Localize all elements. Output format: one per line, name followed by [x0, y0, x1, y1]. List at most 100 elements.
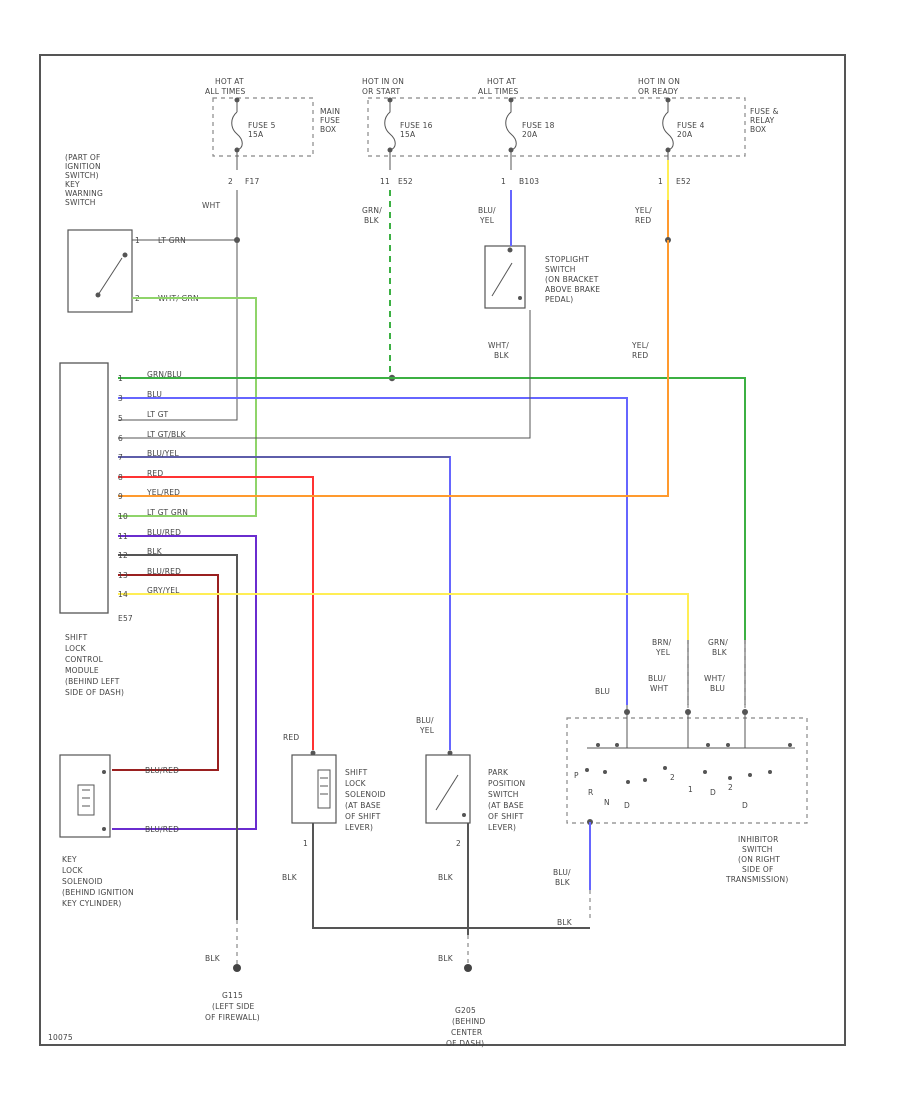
fuse-4-amps: 20A — [677, 130, 693, 139]
pin-f17: F17 — [245, 177, 259, 186]
key-lock-label-3: (BEHIND IGNITION — [62, 888, 134, 897]
inh-label-2: (ON RIGHT — [738, 855, 780, 864]
wire-red — [118, 476, 314, 750]
wire-wht-above: WHT — [202, 201, 220, 210]
wire-blu — [118, 397, 628, 705]
module-pin-number: 5 — [118, 414, 123, 423]
fuse-5-label: FUSE 5 — [248, 121, 276, 130]
module-label-5: SIDE OF DASH) — [65, 688, 124, 697]
label-wht-blu-b: BLU — [710, 684, 725, 693]
g205-label-2: CENTER — [451, 1028, 482, 1037]
park-label-5: LEVER) — [488, 823, 516, 832]
module-pin-number: 14 — [118, 590, 128, 599]
label-blk-5: BLK — [438, 954, 454, 963]
module-pin-number: 13 — [118, 571, 128, 580]
label-blu-yel2-a: BLU/ — [416, 716, 434, 725]
shift-solenoid-label-4: OF SHIFT — [345, 812, 381, 821]
hot-label-2a: HOT IN ON — [362, 77, 404, 86]
inh-letter-d3: D — [742, 801, 748, 810]
park-position-switch: BLU/ YEL 2 PARK POSITION SWITCH (AT BASE… — [416, 716, 525, 848]
label-yel-red2-b: RED — [632, 351, 648, 360]
label-blk-2: BLK — [438, 873, 454, 882]
pin-e52-a: E52 — [398, 177, 413, 186]
inh-label-1: SWITCH — [742, 845, 773, 854]
fuse-5-amps: 15A — [248, 130, 264, 139]
module-pin-wire: BLU — [147, 390, 162, 399]
module-label-4: (BEHIND LEFT — [65, 677, 120, 686]
stoplight-label-3: ABOVE BRAKE — [545, 285, 600, 294]
module-pin-number: 1 — [118, 374, 123, 383]
label-blu: BLU — [595, 687, 610, 696]
park-switch-pin: 2 — [456, 839, 461, 848]
label-wht-blk-a: WHT/ — [488, 341, 509, 350]
label-blk-1: BLK — [282, 873, 298, 882]
key-lock-wire-2: BLU/RED — [145, 825, 179, 834]
label-wht-blu-a: WHT/ — [704, 674, 725, 683]
label-blu-yel-b: YEL — [479, 216, 495, 225]
relay-box-label-c: BOX — [750, 125, 766, 134]
relay-box-label-b: RELAY — [750, 116, 775, 125]
label-red: RED — [283, 733, 299, 742]
wire-yel-red-main — [118, 240, 669, 497]
label-grn-blk-b: BLK — [364, 216, 380, 225]
fuse-box-main: HOT AT ALL TIMES FUSE 5 15A MAIN FUSE BO… — [205, 77, 340, 170]
fuse-18-amps: 20A — [522, 130, 538, 139]
pin-e52-b: E52 — [676, 177, 691, 186]
key-lock-solenoid: BLU/RED BLU/RED KEY LOCK SOLENOID (BEHIN… — [59, 754, 179, 908]
label-wht-blk-b: BLK — [494, 351, 510, 360]
shift-solenoid-label-2: SOLENOID — [345, 790, 386, 799]
page-id: 10075 — [48, 1033, 73, 1042]
shift-solenoid-label-3: (AT BASE — [345, 801, 381, 810]
label-yel-red-a: YEL/ — [634, 206, 652, 215]
key-warning-switch: (PART OF IGNITION SWITCH) KEY WARNING SW… — [65, 153, 220, 313]
ign-label-1: IGNITION — [65, 162, 101, 171]
g205-label-0: G205 — [455, 1006, 476, 1015]
stoplight-label-2: (ON BRACKET — [545, 275, 599, 284]
shift-lock-solenoid: RED 1 SHIFT LOCK SOLENOID (AT BASE OF SH… — [283, 733, 386, 848]
label-blk-4: BLK — [205, 954, 221, 963]
g115-label-0: G115 — [222, 991, 243, 1000]
label-yel-red2-a: YEL/ — [631, 341, 649, 350]
inh-letter-1: 1 — [688, 785, 693, 794]
module-pin-wire: RED — [147, 469, 163, 478]
shift-solenoid-label-5: LEVER) — [345, 823, 373, 832]
ground-g115: BLK G115 (LEFT SIDE OF FIREWALL) — [205, 920, 260, 1022]
wire-wht — [118, 190, 238, 421]
label-yel-red-b: RED — [635, 216, 651, 225]
module-pin-wire: GRY/YEL — [147, 586, 180, 595]
hot-label-2b: OR START — [362, 87, 400, 96]
hot-label-1b: ALL TIMES — [205, 87, 245, 96]
hot-label-1a: HOT AT — [215, 77, 244, 86]
stoplight-switch: STOPLIGHT SWITCH (ON BRACKET ABOVE BRAKE… — [484, 245, 600, 309]
park-label-4: OF SHIFT — [488, 812, 524, 821]
label-brn-yel-a: BRN/ — [652, 638, 672, 647]
wire-wht-grn — [118, 297, 257, 517]
stoplight-label-0: STOPLIGHT — [545, 255, 589, 264]
module-pin-wire: GRN/BLU — [147, 370, 182, 379]
ign-label-0: (PART OF — [65, 153, 101, 162]
ground-g205: BLK G205 (BEHIND CENTER OF DASH) — [438, 935, 485, 1048]
module-connector: E57 — [118, 614, 133, 623]
key-lock-label-2: SOLENOID — [62, 877, 103, 886]
inhibitor-switch: P R N D 2 1 D 2 D INHIBITOR SWITCH (ON R… — [566, 709, 808, 884]
park-label-3: (AT BASE — [488, 801, 524, 810]
module-pin-number: 6 — [118, 434, 123, 443]
fuse-18-label: FUSE 18 — [522, 121, 555, 130]
pin-1-a: 1 — [501, 177, 506, 186]
inh-label-3: SIDE OF — [742, 865, 774, 874]
label-blk-3: BLK — [557, 918, 573, 927]
wire-grn-blu — [118, 377, 746, 640]
module-pin-number: 3 — [118, 394, 123, 403]
module-pin-wire: LT GT GRN — [147, 508, 188, 517]
pin-b103: B103 — [519, 177, 539, 186]
stoplight-label-4: PEDAL) — [545, 295, 573, 304]
module-pin-wire: LT GT — [147, 410, 168, 419]
stoplight-label-1: SWITCH — [545, 265, 576, 274]
module-pin-number: 9 — [118, 492, 123, 501]
wire-wht-blk — [118, 310, 531, 439]
module-pin-number: 12 — [118, 551, 128, 560]
label-blu-blk-a: BLU/ — [553, 868, 571, 877]
label-grn-blk-a: GRN/ — [362, 206, 382, 215]
key-lock-wire-1: BLU/RED — [145, 766, 179, 775]
